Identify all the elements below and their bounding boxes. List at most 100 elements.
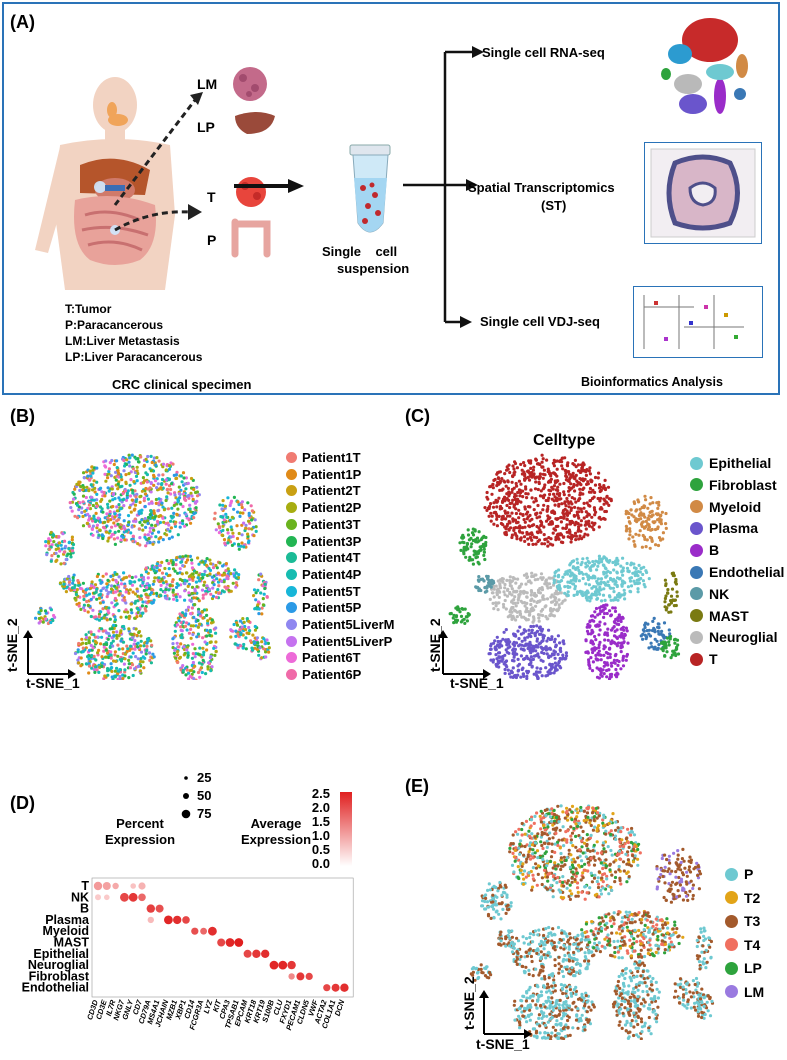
tsne-point xyxy=(517,644,521,648)
tsne-point xyxy=(554,589,558,593)
tsne-point xyxy=(94,658,98,662)
tsne-point xyxy=(664,526,668,530)
tsne-point xyxy=(234,634,238,638)
tsne-point xyxy=(626,827,630,831)
tsne-point xyxy=(637,563,641,567)
tsne-point xyxy=(544,666,548,670)
tsne-point xyxy=(529,581,533,585)
tsne-point xyxy=(169,487,173,492)
dotplot-point xyxy=(261,949,270,958)
tsne-point xyxy=(585,556,589,560)
tsne-point xyxy=(164,478,168,482)
tsne-point xyxy=(590,880,594,884)
tsne-point xyxy=(226,496,230,500)
tsne-point xyxy=(621,654,626,658)
arrow-to-tube xyxy=(234,179,304,193)
tsne-point xyxy=(663,654,667,658)
tsne-point xyxy=(512,473,516,477)
legend-item: Fibroblast xyxy=(690,477,777,493)
tsne-point xyxy=(67,574,71,579)
tsne-point xyxy=(549,671,553,675)
tsne-point xyxy=(599,851,603,855)
tsne-point xyxy=(200,610,204,614)
legend-label: Patient6T xyxy=(302,650,361,666)
tsne-point xyxy=(514,604,518,608)
tsne-point xyxy=(238,619,242,623)
tsne-point xyxy=(156,482,160,486)
tsne-point xyxy=(627,520,631,524)
tsne-point xyxy=(160,501,164,505)
tsne-point xyxy=(173,648,177,652)
tsne-point xyxy=(588,499,592,503)
tsne-point xyxy=(206,665,210,669)
tsne-point xyxy=(577,821,582,825)
tsne-point xyxy=(534,458,538,462)
tsne-point xyxy=(613,834,618,838)
tsne-point xyxy=(517,637,521,641)
color-legend-title-2: Expression xyxy=(241,832,311,847)
tsne-point xyxy=(617,830,621,834)
tsne-point xyxy=(160,571,165,575)
tsne-point xyxy=(485,574,489,578)
tsne-point xyxy=(488,597,492,601)
tsne-point xyxy=(541,857,545,862)
tsne-point xyxy=(106,669,110,673)
tsne-point xyxy=(532,593,536,597)
tsne-point xyxy=(613,582,617,586)
tsne-point xyxy=(134,499,138,504)
tsne-point xyxy=(656,518,660,522)
tsne-point xyxy=(179,502,183,506)
color-bar-tick: 0.5 xyxy=(312,842,330,857)
tsne-point xyxy=(539,840,543,844)
tsne-point xyxy=(44,540,48,544)
tsne-point xyxy=(90,498,94,502)
tsne-point xyxy=(191,572,195,576)
tsne-point xyxy=(663,596,667,601)
tsne-point xyxy=(537,590,541,594)
tsne-point xyxy=(49,531,53,535)
tsne-point xyxy=(205,584,209,588)
tsne-point xyxy=(188,503,192,507)
tsne-point xyxy=(145,480,149,484)
tsne-point xyxy=(535,883,539,887)
tsne-point xyxy=(517,662,521,666)
tsne-point xyxy=(614,667,618,672)
tsne-point xyxy=(103,674,107,678)
tsne-point xyxy=(190,663,194,668)
legend-label: Patient5LiverM xyxy=(302,617,395,632)
tsne-point xyxy=(106,516,110,520)
tsne-point xyxy=(67,540,72,544)
legend-swatch xyxy=(690,565,703,579)
tsne-point xyxy=(111,578,115,582)
tsne-point xyxy=(607,892,611,896)
tsne-point xyxy=(167,477,171,481)
tsne-point xyxy=(131,636,135,640)
tsne-point xyxy=(169,514,173,518)
tsne-point xyxy=(144,544,148,548)
tsne-point xyxy=(537,480,541,484)
tsne-point xyxy=(124,529,129,533)
tsne-point xyxy=(168,573,172,577)
tsne-point xyxy=(127,472,131,476)
tsne-point xyxy=(37,621,41,625)
tsne-point xyxy=(600,876,604,880)
tsne-point xyxy=(566,593,570,598)
tsne-point xyxy=(81,641,85,645)
tsne-point xyxy=(115,572,119,576)
tsne-point xyxy=(76,658,80,662)
tsne-point xyxy=(544,537,548,541)
color-bar-tick: 1.0 xyxy=(312,828,330,843)
tsne-point xyxy=(186,481,190,485)
tsne-point xyxy=(169,519,173,523)
tsne-point xyxy=(608,586,612,590)
tsne-point xyxy=(529,593,533,597)
tsne-point xyxy=(134,627,138,631)
tsne-point xyxy=(103,494,107,498)
dotplot-gene-label: KIT xyxy=(211,997,224,1013)
tsne-point xyxy=(502,590,506,594)
tsne-point xyxy=(221,503,225,507)
tsne-point xyxy=(609,848,613,853)
tsne-point xyxy=(214,595,219,599)
tsne-point xyxy=(468,555,472,559)
tsne-point xyxy=(181,504,185,509)
